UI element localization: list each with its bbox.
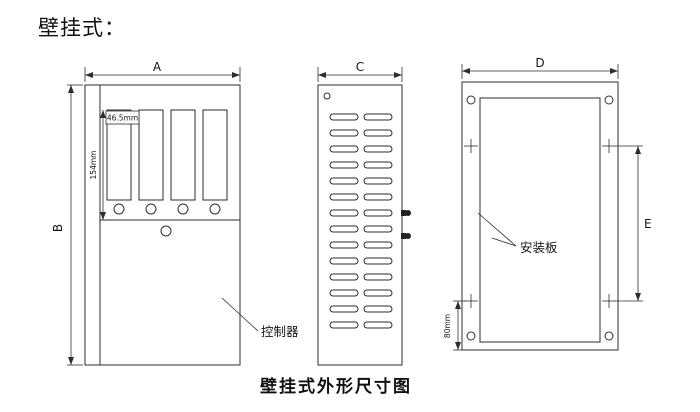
cross-mark: [464, 139, 478, 153]
front-dim-a-label: A: [153, 60, 162, 74]
vent-slot: [363, 289, 393, 297]
front-dim-b-label: B: [51, 224, 65, 232]
vent-slot: [329, 209, 359, 217]
back-dim-d-label: D: [535, 56, 544, 70]
indicator-hole: [145, 203, 157, 215]
knob-icon: [401, 233, 406, 239]
vent-slot: [329, 129, 359, 137]
front-dim-b: B: [51, 84, 83, 366]
vent-slot: [363, 193, 393, 201]
side-knobs: [401, 210, 411, 239]
vent-slot: [363, 129, 393, 137]
vent-slots: [329, 113, 393, 329]
front-dim-slot-width-label: 46.5mm: [107, 114, 138, 123]
vent-slot: [329, 305, 359, 313]
vent-slot: [329, 193, 359, 201]
side-view: C: [317, 60, 411, 366]
front-view: A B 46.5mm: [51, 60, 299, 366]
back-dim-e-label: E: [644, 217, 652, 231]
front-module-slots: [106, 109, 228, 201]
vent-slot: [329, 257, 359, 265]
corner-hole: [466, 95, 476, 105]
front-dim-slot-width: 46.5mm: [105, 110, 140, 125]
indicator-hole: [177, 203, 189, 215]
vent-slot: [329, 177, 359, 185]
vent-slot: [363, 257, 393, 265]
back-dim-e: E: [615, 145, 652, 302]
front-dim-a: A: [84, 60, 241, 82]
vent-slot: [363, 225, 393, 233]
vent-slot: [363, 273, 393, 281]
front-dim-slot-height-label: 154mm: [89, 151, 98, 180]
vent-slot: [329, 145, 359, 153]
back-dim-80-label: 80mm: [443, 314, 452, 338]
side-outline: [317, 84, 403, 366]
back-outline: [461, 81, 619, 351]
cross-mark: [602, 139, 616, 153]
back-dim-d: D: [461, 56, 619, 79]
vent-slot: [363, 305, 393, 313]
back-corner-holes: [466, 95, 614, 341]
vent-slot: [329, 113, 359, 121]
side-dim-c: C: [317, 60, 403, 82]
module-slot: [138, 109, 164, 201]
controller-label: 控制器: [261, 324, 299, 339]
mounting-hole-crosses: [464, 139, 616, 308]
back-dim-80: 80mm: [443, 300, 466, 351]
vent-slot: [363, 161, 393, 169]
indicator-hole: [160, 225, 172, 237]
cross-mark: [602, 294, 616, 308]
cross-mark: [464, 294, 478, 308]
vent-slot: [363, 113, 393, 121]
vent-slot: [329, 273, 359, 281]
indicator-hole: [113, 203, 125, 215]
vent-slot: [329, 289, 359, 297]
module-slot: [170, 109, 196, 201]
mounting-plate-label: 安装板: [520, 240, 558, 255]
vent-slot: [363, 177, 393, 185]
page-title: 壁挂式：: [38, 16, 126, 40]
vent-slot: [329, 241, 359, 249]
knob-icon: [405, 233, 411, 239]
mounting-plate-callout: 安装板: [477, 212, 558, 255]
front-controller-callout: 控制器: [221, 297, 299, 339]
front-outline: [84, 84, 241, 366]
vent-slot: [363, 321, 393, 329]
knob-icon: [401, 210, 406, 216]
vent-slot: [329, 161, 359, 169]
indicator-hole: [209, 203, 221, 215]
vent-slot: [329, 225, 359, 233]
diagram-caption: 壁挂式外形尺寸图: [260, 377, 412, 397]
front-indicator-holes: [113, 203, 221, 237]
front-dim-slot-height: 154mm: [89, 110, 106, 220]
corner-hole: [604, 331, 614, 341]
vent-slot: [363, 145, 393, 153]
side-corner-hole: [323, 92, 331, 100]
side-dim-c-label: C: [356, 60, 364, 74]
corner-hole: [604, 95, 614, 105]
module-slot: [106, 109, 132, 201]
vent-slot: [329, 321, 359, 329]
module-slot: [202, 109, 228, 201]
knob-icon: [405, 210, 411, 216]
vent-slot: [363, 241, 393, 249]
back-view: D E: [443, 56, 652, 351]
mounting-plate-outline: [479, 97, 601, 343]
corner-hole: [466, 331, 476, 341]
vent-slot: [363, 209, 393, 217]
